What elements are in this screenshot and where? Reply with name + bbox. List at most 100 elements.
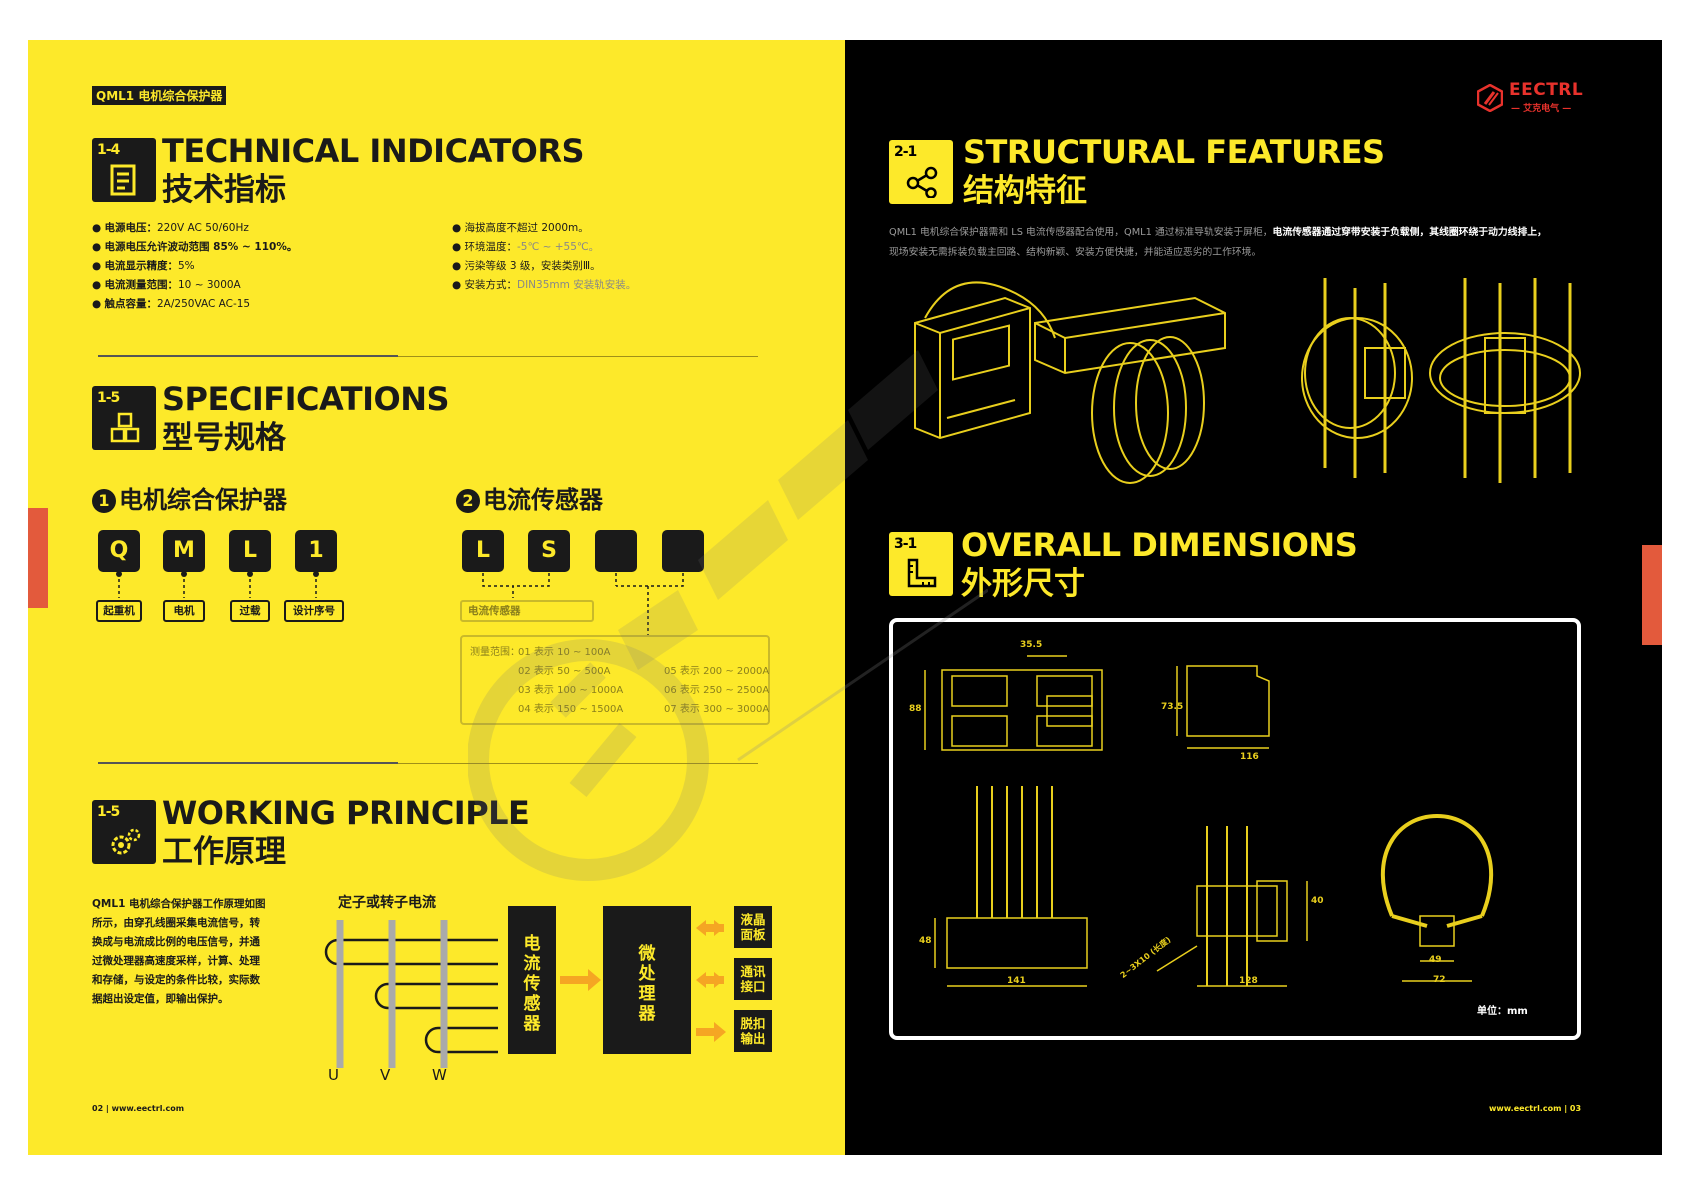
working-description: QML1 电机综合保护器工作原理如图 所示，由穿孔线圈采集电流信号，转 换成与电… bbox=[92, 898, 266, 1005]
product-illustration bbox=[914, 278, 1581, 484]
section-title-cn: 型号规格 bbox=[162, 420, 286, 456]
brand-logo-icon bbox=[1477, 84, 1503, 112]
spec-bullet: ● 电流显示精度：5% bbox=[92, 260, 195, 272]
block-lcd-panel: 液晶面板 bbox=[734, 906, 772, 948]
sensor-code-label: 电流传感器 bbox=[460, 600, 594, 622]
badge-number: 1-4 bbox=[97, 142, 120, 158]
gears-icon bbox=[111, 828, 141, 855]
brochure-spread: QML1 电机综合保护器 1-4 TECHNICAL INDICATORS 技术… bbox=[28, 40, 1662, 1155]
unit-label: 单位：mm bbox=[1477, 1006, 1528, 1017]
phase-label: U bbox=[328, 1066, 339, 1084]
section-badge-dimensions: 3-1 bbox=[889, 532, 953, 596]
sensor-code-blank bbox=[595, 530, 637, 572]
sensor-code-letter: S bbox=[528, 530, 570, 572]
share-nodes-icon bbox=[906, 166, 938, 198]
brand-logo-subtext: — 艾克电气 — bbox=[1511, 104, 1572, 114]
diagram-title: 定子或转子电流 bbox=[338, 895, 436, 911]
model-code-letter: L bbox=[229, 530, 271, 572]
model-code-letter: Q bbox=[98, 530, 140, 572]
dim-label: 73.5 bbox=[1161, 702, 1184, 712]
structure-intro: QML1 电机综合保护器需和 LS 电流传感器配合使用，QML1 通过标准导轨安… bbox=[889, 227, 1547, 258]
dim-label: 116 bbox=[1240, 752, 1259, 762]
section-badge-structure: 2-1 bbox=[889, 140, 953, 204]
document-icon bbox=[110, 164, 136, 196]
section-title-cn: 外形尺寸 bbox=[961, 566, 1085, 602]
range-heading: 测量范围： bbox=[470, 647, 520, 658]
sensor-code-blank bbox=[662, 530, 704, 572]
dimension-drawings bbox=[924, 655, 1494, 987]
section-title-en: STRUCTURAL FEATURES bbox=[963, 133, 1385, 171]
section-title-cn: 工作原理 bbox=[162, 834, 286, 870]
coil-diagram bbox=[324, 920, 498, 1068]
range-item: 01 表示 10 ~ 100A bbox=[518, 647, 611, 658]
right-page: EECTRL — 艾克电气 — 2-1 STRUCTURAL FEATURES … bbox=[845, 40, 1662, 1155]
spec-bullet: ● 海拔高度不超过 2000m。 bbox=[452, 222, 589, 234]
badge-number: 2-1 bbox=[894, 144, 917, 160]
dim-label: 72 bbox=[1433, 975, 1446, 985]
section-badge-spec: 1-5 bbox=[92, 386, 156, 450]
badge-number: 3-1 bbox=[894, 536, 917, 552]
block-comm-port: 通讯接口 bbox=[734, 958, 772, 1000]
dim-label: 128 bbox=[1239, 976, 1258, 986]
range-item: 02 表示 50 ~ 500A bbox=[518, 666, 611, 677]
range-item: 04 表示 150 ~ 1500A bbox=[518, 704, 624, 715]
spec-bullet: ● 触点容量：2A/250VAC AC-15 bbox=[92, 298, 251, 310]
block-microprocessor: 微处理器 bbox=[603, 906, 691, 1054]
range-item: 05 表示 200 ~ 2000A bbox=[664, 666, 770, 677]
model-code-label: 起重机 bbox=[96, 600, 142, 622]
badge-number: 1-5 bbox=[97, 804, 120, 820]
section-divider bbox=[98, 355, 398, 357]
model-code-label: 电机 bbox=[163, 600, 205, 622]
dimension-drawing-frame bbox=[889, 618, 1581, 1040]
brand-logo-text: EECTRL bbox=[1509, 80, 1584, 100]
sensor-code-letter: L bbox=[462, 530, 504, 572]
section-divider bbox=[98, 762, 398, 764]
range-item: 07 表示 300 ~ 3000A bbox=[664, 704, 770, 715]
header-tag: QML1 电机综合保护器 bbox=[92, 86, 227, 105]
dim-label: 49 bbox=[1429, 955, 1442, 965]
model-code-letter: M bbox=[163, 530, 205, 572]
page-footer-right: www.eectrl.com | 03 bbox=[1489, 1104, 1582, 1113]
phase-label: V bbox=[380, 1066, 391, 1084]
dim-label: 48 bbox=[919, 936, 932, 946]
blocks-icon bbox=[110, 412, 140, 443]
model-code-label: 过载 bbox=[230, 600, 270, 622]
section-badge-working: 1-5 bbox=[92, 800, 156, 864]
phase-label: W bbox=[432, 1066, 447, 1084]
section-divider bbox=[398, 356, 758, 357]
section-divider bbox=[398, 763, 758, 764]
model-code-letter: 1 bbox=[295, 530, 337, 572]
spec-bullet: ● 电流测量范围：10 ~ 3000A bbox=[92, 279, 241, 291]
dim-label: 35.5 bbox=[1020, 640, 1043, 650]
range-table bbox=[460, 635, 770, 725]
spec-bullet: ● 电源电压允许波动范围 85% ~ 110%。 bbox=[92, 241, 298, 253]
dim-label: 141 bbox=[1007, 976, 1026, 986]
section-title-cn: 技术指标 bbox=[162, 172, 286, 208]
section-badge-tech: 1-4 bbox=[92, 138, 156, 202]
spec-bullet: ● 电源电压：220V AC 50/60Hz bbox=[92, 222, 249, 234]
section-title-en: WORKING PRINCIPLE bbox=[162, 794, 530, 832]
page-edge-tab bbox=[1642, 545, 1662, 645]
signal-arrows bbox=[560, 920, 726, 1042]
section-title-cn: 结构特征 bbox=[963, 173, 1087, 209]
model-code-label: 设计序号 bbox=[284, 600, 344, 622]
page-footer-left: 02 | www.eectrl.com bbox=[92, 1104, 185, 1113]
spec-bullet: ● 环境温度：-5℃ ~ +55℃。 bbox=[452, 241, 600, 253]
section-title-en: SPECIFICATIONS bbox=[162, 380, 450, 418]
page-edge-tab bbox=[28, 508, 48, 608]
block-trip-output: 脱扣输出 bbox=[734, 1010, 772, 1052]
code-connector-lines bbox=[116, 571, 684, 640]
dim-label: 40 bbox=[1311, 896, 1324, 906]
spec-bullet: ● 安装方式：DIN35mm 安装轨安装。 bbox=[452, 279, 637, 291]
range-item: 06 表示 250 ~ 2500A bbox=[664, 685, 770, 696]
spec-bullet: ● 污染等级 3 级，安装类别Ⅲ。 bbox=[452, 260, 601, 272]
left-page: QML1 电机综合保护器 1-4 TECHNICAL INDICATORS 技术… bbox=[28, 40, 845, 1155]
section-title-en: TECHNICAL INDICATORS bbox=[162, 132, 585, 170]
block-current-sensor: 电流传感器 bbox=[508, 906, 556, 1054]
ruler-icon bbox=[907, 558, 937, 588]
range-item: 03 表示 100 ~ 1000A bbox=[518, 685, 624, 696]
section-title-en: OVERALL DIMENSIONS bbox=[961, 526, 1358, 564]
badge-number: 1-5 bbox=[97, 390, 120, 406]
